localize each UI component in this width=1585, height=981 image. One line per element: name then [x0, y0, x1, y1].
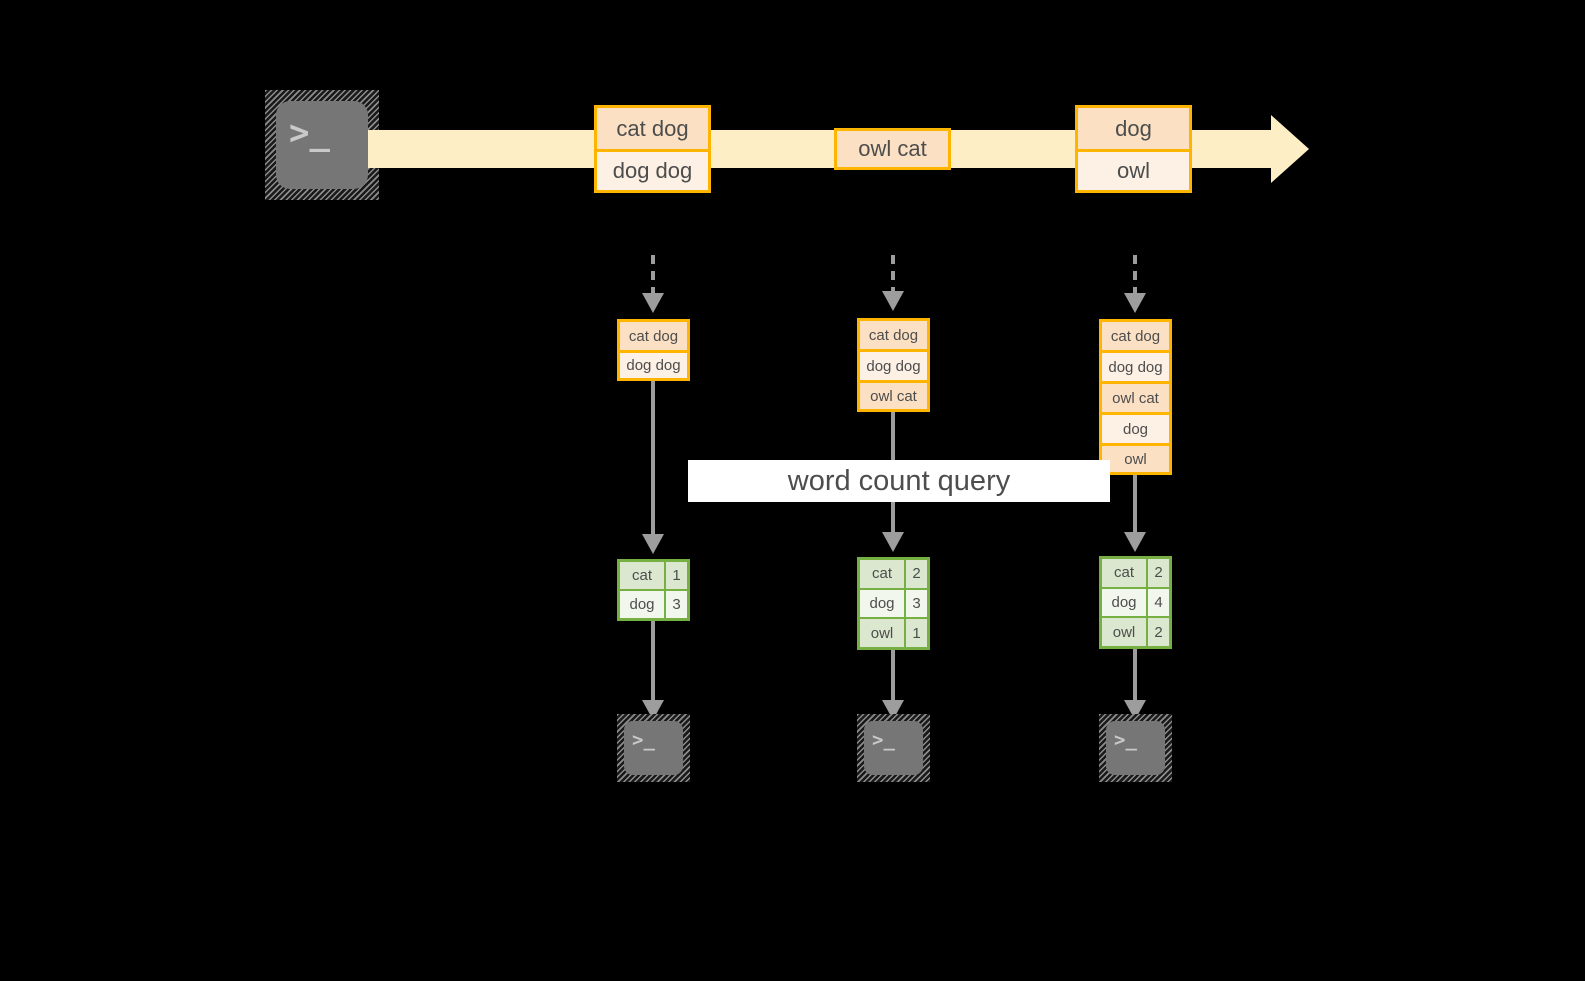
arrowhead-icon	[642, 534, 664, 554]
result-count: 1	[906, 619, 927, 648]
result-word: owl	[860, 619, 906, 648]
column-result-table: cat 1 dog 3	[617, 559, 690, 621]
sink-terminal-icon: >_	[617, 714, 690, 782]
result-count: 4	[1148, 588, 1169, 617]
trigger-connector	[651, 255, 655, 295]
stream-record: dog dog	[594, 149, 711, 193]
result-word: dog	[1102, 588, 1148, 617]
result-word: dog	[620, 591, 666, 618]
stream-record: owl	[1075, 149, 1192, 193]
result-count: 3	[666, 591, 687, 618]
stream-record: cat dog	[594, 105, 711, 149]
terminal-prompt-glyph: >_	[289, 113, 330, 153]
column-input-record: dog dog	[1099, 350, 1172, 381]
terminal-face	[864, 721, 923, 775]
trigger-connector	[1133, 255, 1137, 295]
sink-connector	[891, 650, 895, 702]
stream-record: owl cat	[834, 128, 951, 170]
result-count: 2	[1148, 618, 1169, 647]
column-input-record: owl cat	[857, 380, 930, 412]
terminal-prompt-glyph: >_	[1114, 729, 1137, 751]
column-result-table: cat 2 dog 4 owl 2	[1099, 556, 1172, 649]
trigger-connector	[891, 255, 895, 293]
table-row: owl 1	[860, 619, 927, 648]
stream-record: dog	[1075, 105, 1192, 149]
column-input-record: dog dog	[617, 350, 690, 381]
result-word: cat	[860, 560, 906, 588]
column-input-record: cat dog	[857, 318, 930, 349]
result-word: owl	[1102, 618, 1148, 647]
table-row: dog 3	[860, 589, 927, 620]
table-row: dog 4	[1102, 588, 1169, 619]
arrowhead-icon	[642, 293, 664, 313]
terminal-face	[624, 721, 683, 775]
result-count: 2	[1148, 559, 1169, 587]
arrowhead-icon	[882, 291, 904, 311]
column-input-record: dog dog	[857, 349, 930, 380]
result-word: cat	[1102, 559, 1148, 587]
column-input-record: cat dog	[1099, 319, 1172, 350]
result-count: 3	[906, 589, 927, 618]
stream-arrowhead-icon	[1271, 115, 1309, 183]
arrowhead-icon	[1124, 293, 1146, 313]
table-row: cat 2	[1102, 559, 1169, 589]
column-input-record: owl cat	[1099, 381, 1172, 412]
column-input-record: owl	[1099, 443, 1172, 475]
sink-connector	[651, 621, 655, 702]
query-connector	[1133, 475, 1137, 536]
result-count: 1	[666, 562, 687, 589]
column-result-table: cat 2 dog 3 owl 1	[857, 557, 930, 650]
table-row: cat 1	[620, 562, 687, 591]
sink-terminal-icon: >_	[1099, 714, 1172, 782]
terminal-face	[1106, 721, 1165, 775]
table-row: cat 2	[860, 560, 927, 590]
column-input-record: cat dog	[617, 319, 690, 350]
source-terminal-icon: >_	[265, 90, 379, 200]
arrowhead-icon	[1124, 532, 1146, 552]
terminal-face	[276, 101, 368, 189]
result-word: cat	[620, 562, 666, 589]
terminal-prompt-glyph: >_	[632, 729, 655, 751]
query-label: word count query	[688, 460, 1110, 502]
sink-terminal-icon: >_	[857, 714, 930, 782]
sink-connector	[1133, 649, 1137, 702]
terminal-prompt-glyph: >_	[872, 729, 895, 751]
arrowhead-icon	[882, 532, 904, 552]
query-connector	[651, 381, 655, 536]
table-row: dog 3	[620, 591, 687, 618]
result-count: 2	[906, 560, 927, 588]
result-word: dog	[860, 589, 906, 618]
column-input-record: dog	[1099, 412, 1172, 443]
table-row: owl 2	[1102, 618, 1169, 647]
